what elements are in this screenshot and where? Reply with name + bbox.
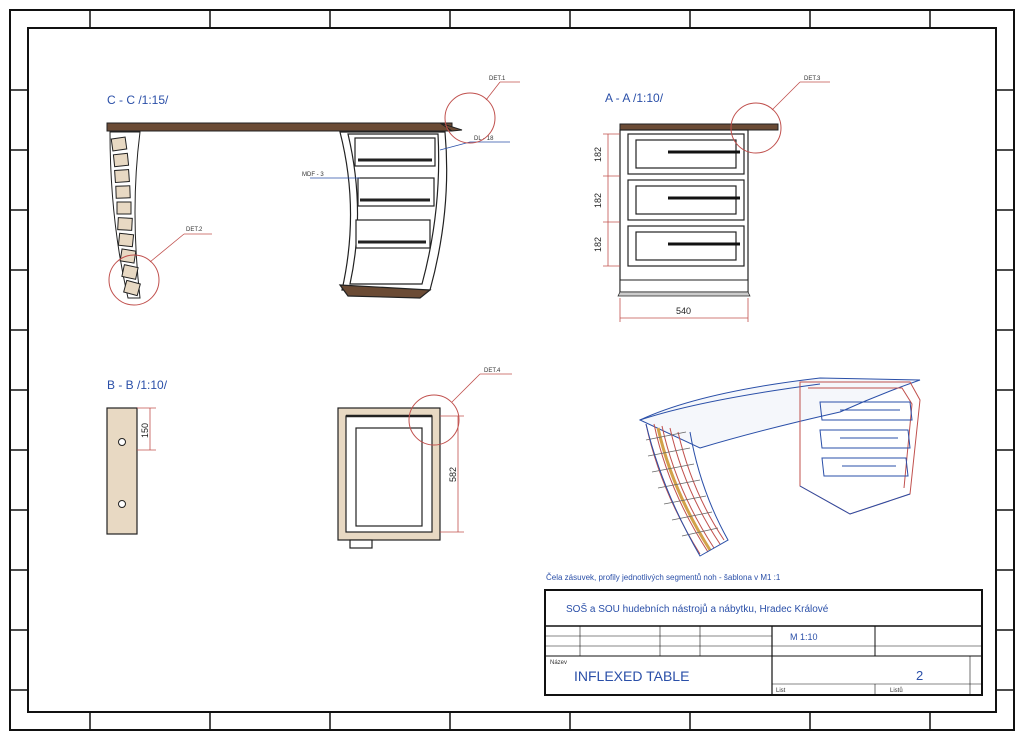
view-a-a: A - A /1:10/ 182 182 182 bbox=[593, 76, 830, 322]
title-block bbox=[544, 589, 983, 696]
view-aa-label: A - A /1:10/ bbox=[605, 91, 664, 105]
title-block-sheet-number: 2 bbox=[916, 668, 923, 683]
cc-cabinet bbox=[338, 131, 448, 299]
title-block-title: INFLEXED TABLE bbox=[574, 668, 689, 684]
drawing-note: Čela zásuvek, profily jednotlivých segme… bbox=[546, 573, 781, 582]
dim-bb-height: 150 bbox=[140, 423, 150, 438]
dim-drawer-1: 182 bbox=[593, 147, 603, 162]
title-block-name-label: Název bbox=[550, 660, 567, 666]
sheet-frame bbox=[9, 9, 1015, 731]
callout-mdf: MDF - 3 bbox=[302, 172, 324, 178]
det1-label: DET.1 bbox=[489, 76, 506, 82]
bb-cabinet-plan bbox=[337, 407, 441, 549]
det1-circle bbox=[444, 92, 496, 144]
dim-width: 540 bbox=[676, 306, 691, 316]
dim-drawer-3: 182 bbox=[593, 237, 603, 252]
view-c-c: C - C /1:15/ DET.2 bbox=[106, 76, 520, 306]
det2-label: DET.2 bbox=[186, 227, 203, 233]
view-b-b: B - B /1:10/ 150 582 DET.4 bbox=[106, 368, 512, 549]
cc-table-top bbox=[106, 122, 453, 132]
det4-circle bbox=[408, 394, 460, 446]
bb-leg-section bbox=[106, 407, 138, 535]
title-block-lists-label: Listů bbox=[890, 687, 903, 694]
det3-label: DET.3 bbox=[804, 76, 821, 82]
dim-bb-depth: 582 bbox=[448, 467, 458, 482]
isometric-view bbox=[638, 377, 921, 557]
view-bb-label: B - B /1:10/ bbox=[107, 378, 168, 392]
title-block-scale: M 1:10 bbox=[790, 632, 818, 642]
title-block-school: SOŠ a SOU hudebních nástrojů a nábytku, … bbox=[566, 602, 829, 615]
det4-label: DET.4 bbox=[484, 368, 501, 374]
det3-circle bbox=[730, 102, 782, 154]
view-cc-label: C - C /1:15/ bbox=[107, 93, 169, 107]
cc-segmented-leg bbox=[109, 131, 141, 299]
dim-drawer-2: 182 bbox=[593, 193, 603, 208]
title-block-list-label: List bbox=[776, 688, 786, 694]
det2-circle bbox=[108, 254, 160, 306]
